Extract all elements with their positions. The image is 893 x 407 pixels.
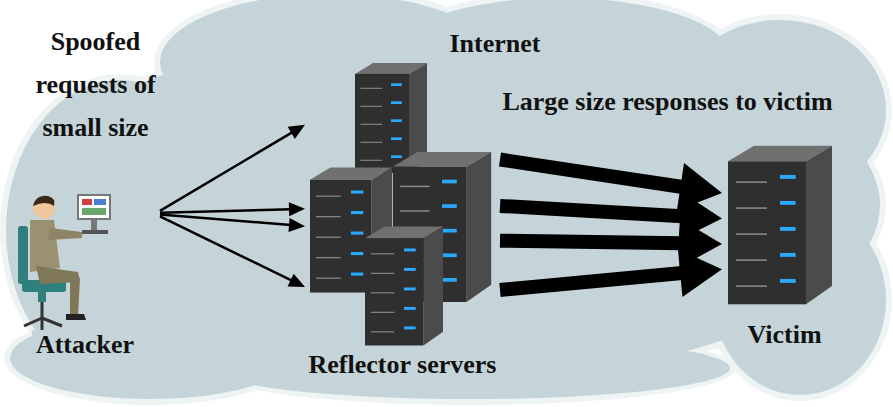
node-label: Victim	[743, 320, 825, 350]
response-arrow	[500, 249, 722, 297]
request-note: Spoofed requests of small size	[33, 20, 158, 149]
node-label: Attacker	[32, 330, 138, 360]
attacker-figure	[18, 195, 110, 330]
reflector-group: Reflector servers	[305, 58, 500, 348]
response-note: Large size responses to victim	[495, 86, 840, 118]
node-label: Reflector servers	[305, 350, 501, 380]
request-arrow	[160, 215, 305, 232]
reflector-servers	[310, 63, 491, 345]
attacker-node: Attacker	[10, 180, 160, 362]
victim-node: Victim	[722, 140, 847, 352]
network-title: Internet	[420, 28, 570, 60]
request-arrow	[160, 202, 305, 216]
victim-server	[728, 146, 832, 305]
request-arrow	[160, 125, 305, 211]
request-arrow	[160, 216, 305, 287]
